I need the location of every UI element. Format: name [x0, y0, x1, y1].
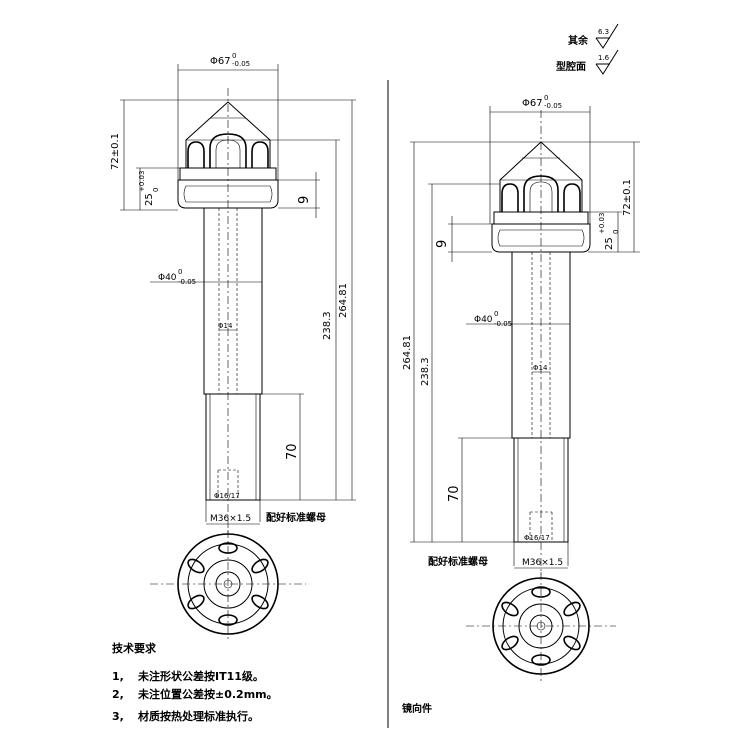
right-end-outer	[492, 577, 590, 675]
note-1-num: 1,	[112, 670, 124, 683]
right-end-view	[466, 572, 616, 682]
right-end-windows	[501, 586, 581, 666]
svg-text:-0.05: -0.05	[544, 102, 562, 110]
svg-text:-0.05: -0.05	[494, 320, 512, 328]
right-dim-9: 9	[435, 240, 450, 248]
note-2-num: 2,	[112, 688, 124, 701]
note-3-text: 材质按热处理标准执行。	[138, 709, 259, 723]
left-dim-9: 9	[297, 196, 312, 204]
left-head-windows	[187, 133, 269, 168]
technical-notes: 技术要求 1, 未注形状公差按IT11级。 2, 未注位置公差按±0.2mm。 …	[112, 641, 278, 723]
roughness-symbol-icon	[595, 49, 619, 75]
svg-text:0: 0	[612, 230, 620, 234]
left-end-windows	[187, 542, 269, 626]
right-dim-238: 238.3	[420, 357, 431, 386]
notes-title: 技术要求	[112, 641, 157, 655]
right-elevation-view: Φ67 0 -0.05 72±0.1 25 +0.03 0 9 Φ40 0 -0…	[402, 94, 640, 575]
note-1-text: 未注形状公差按IT11级。	[137, 669, 264, 683]
left-dim-shank: Φ40	[158, 273, 177, 283]
right-dim-thread-bore: Φ16/17	[524, 534, 550, 542]
right-dim-bore: Φ14	[533, 364, 548, 372]
left-flange	[177, 179, 279, 209]
right-dim-264: 264.81	[402, 335, 413, 370]
svg-text:0: 0	[152, 188, 160, 192]
svg-text:0: 0	[544, 94, 548, 102]
note-2-text: 未注位置公差按±0.2mm。	[137, 687, 278, 701]
svg-text:0: 0	[494, 310, 498, 318]
left-dim-bore: Φ14	[218, 322, 233, 330]
left-dim-264: 264.81	[338, 283, 349, 318]
svg-text:-0.05: -0.05	[178, 278, 196, 286]
svg-text:0: 0	[232, 52, 236, 60]
mirror-part-label: 镜向件	[402, 702, 432, 715]
left-end-view	[150, 530, 306, 640]
right-mating-nut-label: 配好标准螺母	[428, 555, 488, 568]
right-dim-25: 25	[604, 237, 615, 250]
surface-other-label: 其余	[568, 34, 589, 47]
right-dim-thread: M36×1.5	[522, 558, 563, 568]
left-dim-25: 25	[144, 193, 155, 206]
svg-text:-0.05: -0.05	[232, 60, 250, 68]
right-flange	[491, 223, 591, 253]
note-3-num: 3,	[112, 710, 124, 723]
left-mating-nut-label: 配好标准螺母	[266, 511, 326, 524]
surface-other-value: 6.3	[598, 28, 609, 36]
roughness-symbol-icon	[595, 23, 619, 49]
right-dim-70: 70	[447, 485, 462, 502]
left-dim-thread: M36×1.5	[210, 514, 251, 524]
left-end-outer	[177, 533, 279, 635]
left-shank	[203, 207, 263, 395]
surface-cavity-label: 型腔面	[556, 60, 586, 73]
left-dim-70: 70	[285, 443, 300, 460]
left-dim-thread-bore: Φ16/17	[214, 492, 240, 500]
svg-text:+0.03: +0.03	[598, 213, 606, 234]
svg-text:+0.03: +0.03	[138, 171, 146, 192]
surface-roughness-block: 其余 6.3 型腔面 1.6	[556, 23, 619, 75]
left-dim-72: 72±0.1	[110, 133, 121, 170]
right-head-windows	[501, 175, 581, 212]
surface-cavity-value: 1.6	[598, 54, 610, 62]
left-dim-238: 238.3	[322, 311, 333, 340]
right-dim-shank: Φ40	[474, 315, 493, 325]
right-dim-head-dia: Φ67	[522, 98, 543, 109]
left-dim-head-dia: Φ67	[210, 56, 231, 67]
left-elevation-view: Φ67 0 -0.05 72±0.1 25 +0.03 0 9 Φ40 0 -0…	[110, 52, 356, 535]
left-thread-section	[205, 393, 261, 501]
svg-text:0: 0	[178, 268, 182, 276]
right-thread-section	[513, 437, 569, 543]
right-dim-72: 72±0.1	[622, 179, 633, 216]
left-flange-slot	[183, 185, 273, 203]
